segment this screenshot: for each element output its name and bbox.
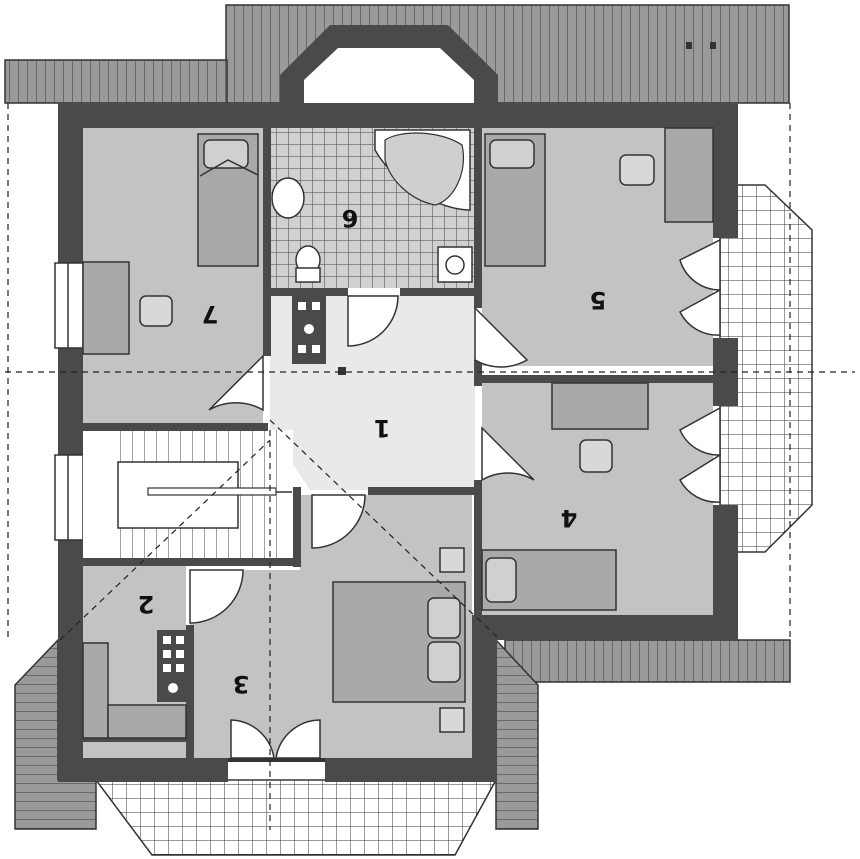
room-7-furniture xyxy=(82,133,259,355)
room-labels: 1 2 3 4 5 6 7 xyxy=(138,204,607,698)
room-label-1: 1 xyxy=(374,414,391,442)
chimney-lower xyxy=(157,630,191,702)
roof-right xyxy=(504,639,791,683)
dormer xyxy=(280,25,498,108)
interior-walls xyxy=(76,128,713,762)
room-4-furniture xyxy=(481,382,649,611)
room-label-4: 4 xyxy=(561,504,578,532)
dashed-lines xyxy=(5,103,855,830)
bathroom-fixtures xyxy=(271,129,473,283)
chimney-upper xyxy=(292,296,326,364)
staircase xyxy=(83,430,293,558)
doors xyxy=(189,238,721,759)
room-label-5: 5 xyxy=(590,286,607,314)
room-label-3: 3 xyxy=(233,670,250,698)
room-label-6: 6 xyxy=(342,204,359,232)
room-label-2: 2 xyxy=(138,590,155,618)
post-marker xyxy=(338,367,346,375)
room-5-furniture xyxy=(484,127,714,267)
room-label-7: 7 xyxy=(202,300,219,328)
left-windows xyxy=(54,262,84,541)
room-2-furniture xyxy=(82,642,187,739)
terrace-bottom xyxy=(94,779,498,856)
room-3-furniture xyxy=(332,547,466,733)
